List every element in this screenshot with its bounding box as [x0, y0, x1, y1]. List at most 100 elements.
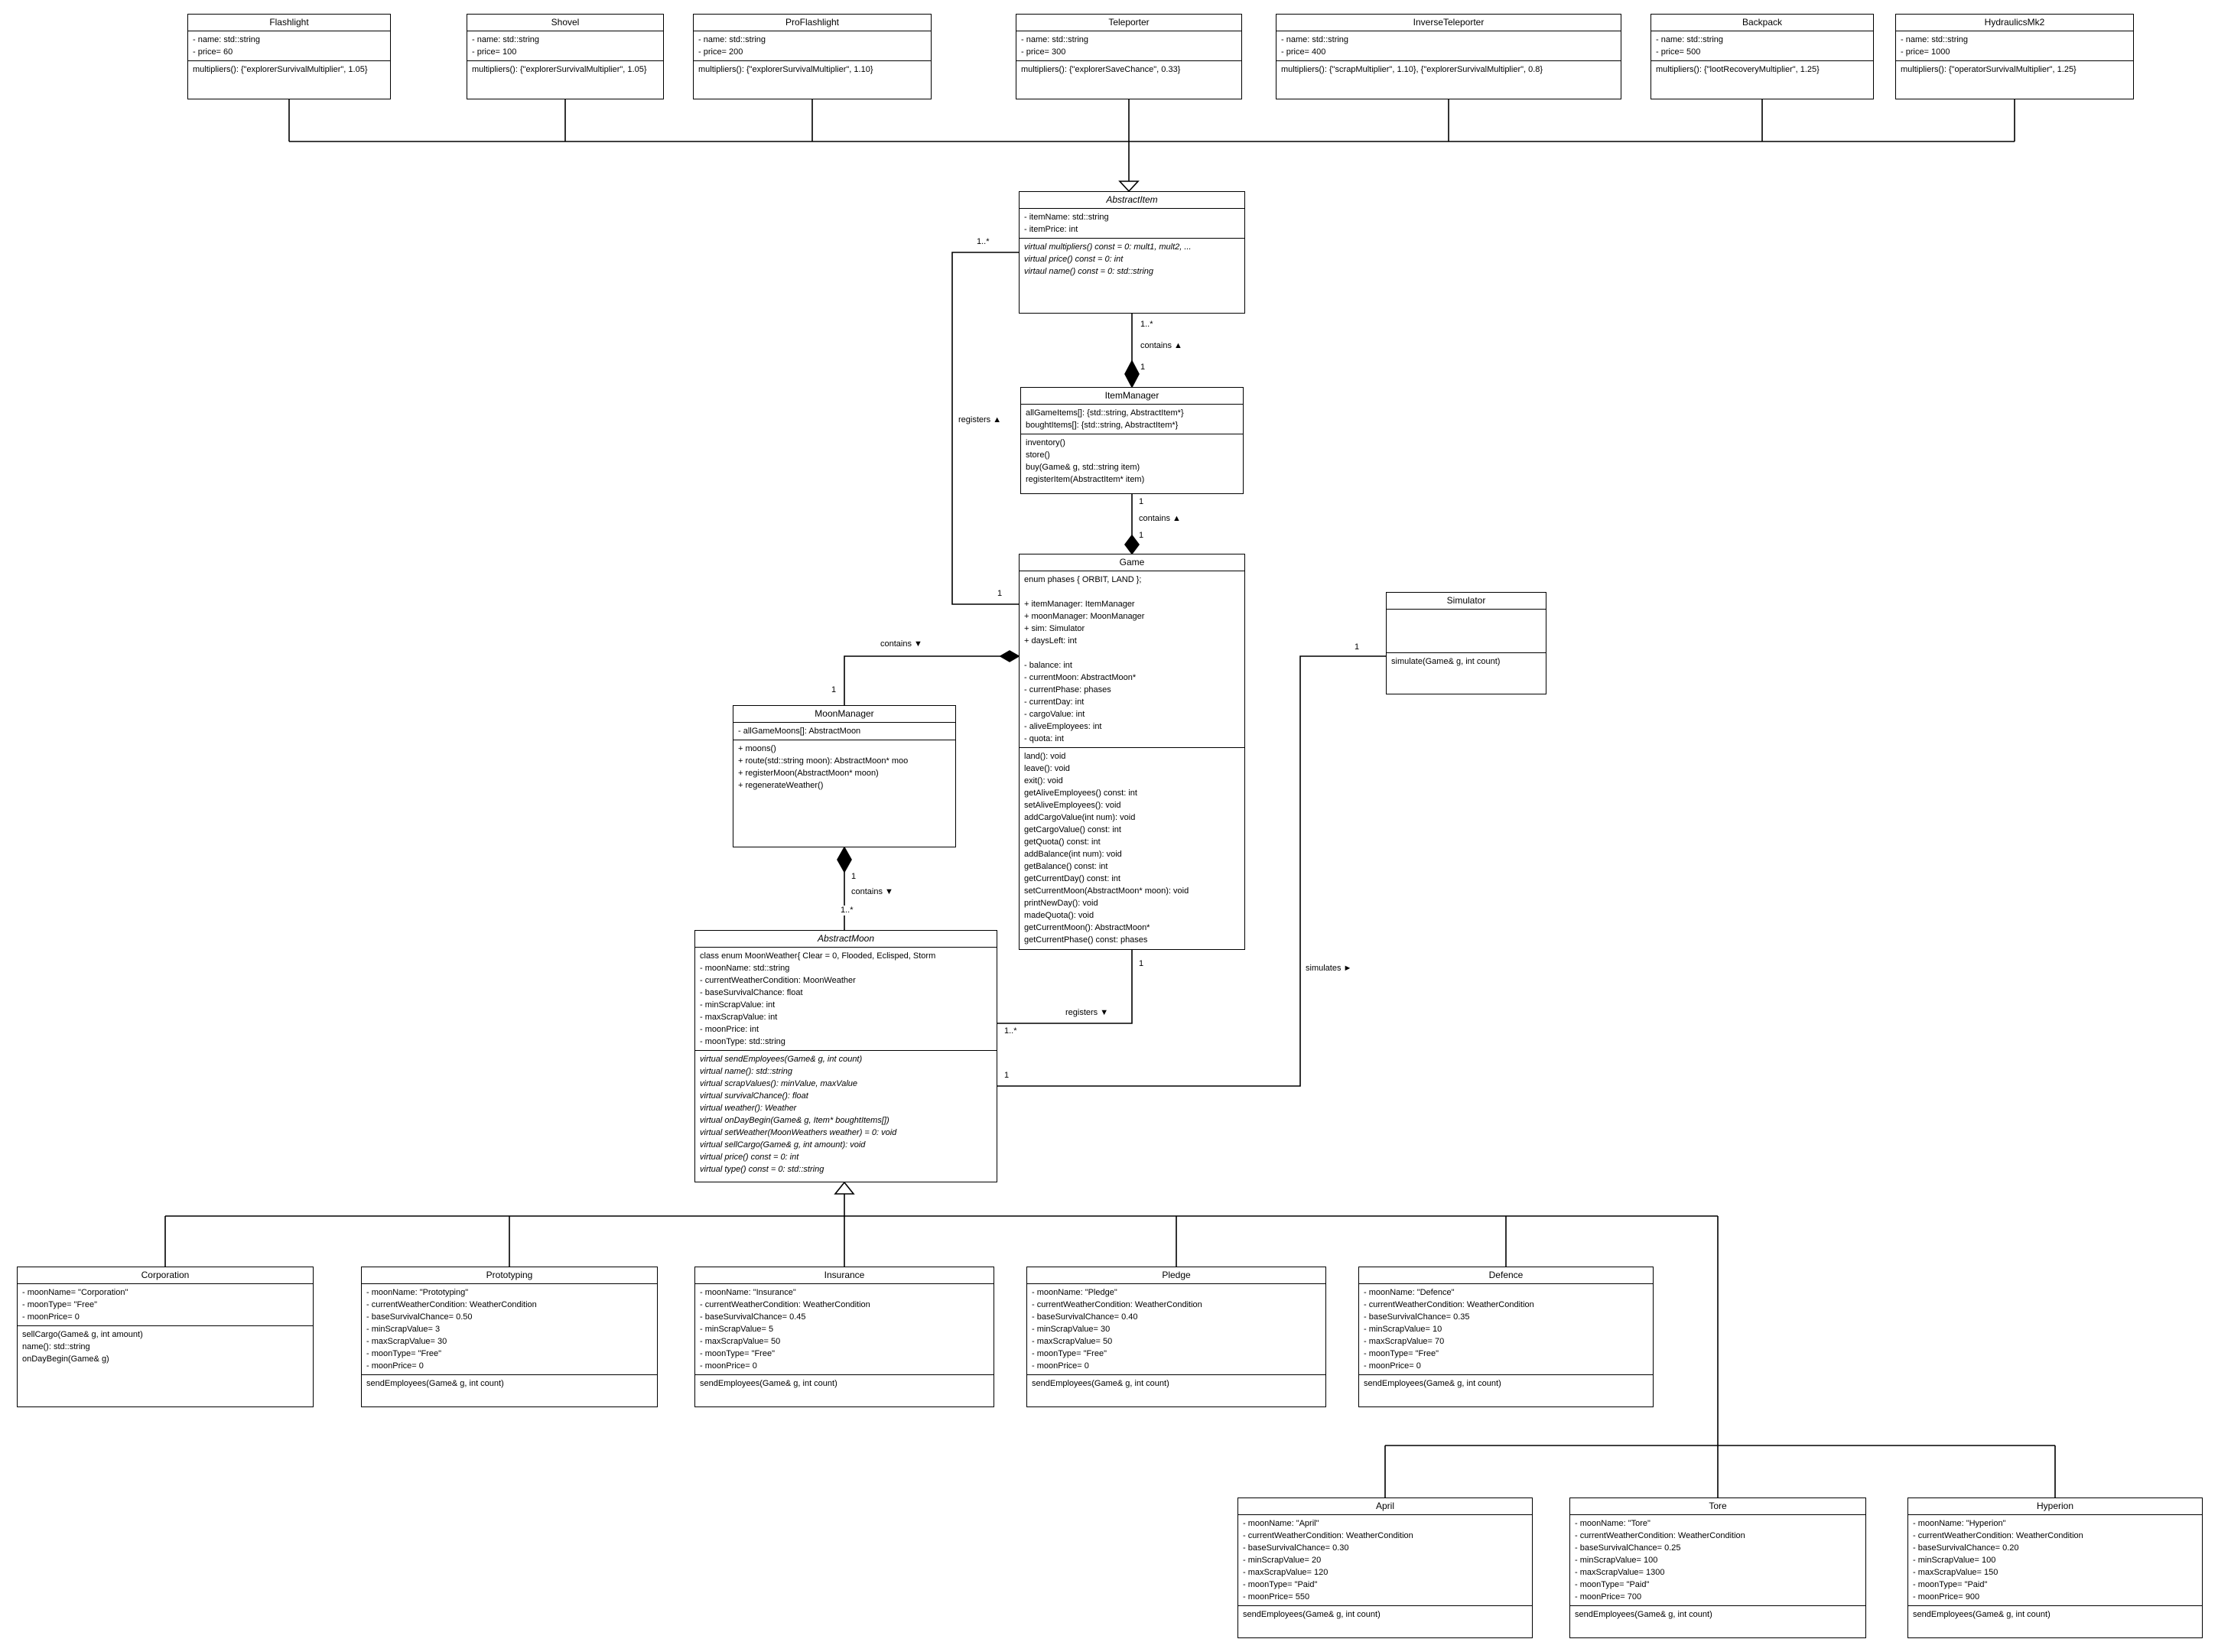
class-abstractmoon: AbstractMoon class enum MoonWeather{ Cle… [694, 930, 997, 1182]
class-shovel: Shovel - name: std::string- price= 100 m… [467, 14, 664, 99]
text-line: - name: std::string [1901, 35, 1969, 44]
class-methods: sendEmployees(Game& g, int count) [1238, 1606, 1532, 1637]
moons-generalization-connector [164, 1181, 2056, 1498]
class-title: Backpack [1651, 15, 1873, 31]
text-line: virtual type() const = 0: std::string [700, 1165, 824, 1174]
text-line: simulate(Game& g, int count) [1391, 657, 1501, 666]
text-line: multipliers(): {"lootRecoveryMultiplier"… [1656, 65, 1820, 74]
text-line: - minScrapValue= 3 [366, 1325, 441, 1334]
class-tore: Tore - moonName: "Tore"- currentWeatherC… [1569, 1498, 1866, 1638]
text-line: getAliveEmployees() const: int [1024, 789, 1137, 798]
text-line: - allGameMoons[]: AbstractMoon [738, 727, 861, 736]
text-line: - baseSurvivalChance= 0.50 [366, 1312, 473, 1322]
text-line: sellCargo(Game& g, int amount) [22, 1330, 143, 1339]
composition-diamond-icon [999, 650, 1020, 662]
text-line: - moonName: std::string [700, 964, 790, 973]
text-line: - currentWeatherCondition: WeatherCondit… [700, 1300, 870, 1309]
class-proflashlight: ProFlashlight - name: std::string- price… [693, 14, 932, 99]
class-attributes: - moonName= "Corporation"- moonType= "Fr… [18, 1284, 313, 1326]
text-line: getBalance() const: int [1024, 862, 1108, 871]
simulator-simulates-moons-connector [997, 655, 1386, 1087]
class-attributes: - name: std::string- price= 500 [1651, 31, 1873, 61]
text-line: - moonName: "Insurance" [700, 1288, 796, 1297]
class-april: April - moonName: "April" - currentWeathe… [1237, 1498, 1533, 1638]
text-line: virtual weather(): Weather [700, 1104, 797, 1113]
text-line: - price= 60 [193, 47, 233, 57]
text-line: virtual sendEmployees(Game& g, int count… [700, 1055, 863, 1064]
multiplicity-label: 1 [1140, 363, 1146, 372]
class-attributes: - moonName: "Hyperion"- currentWeatherCo… [1908, 1515, 2202, 1606]
text-line: + daysLeft: int [1024, 636, 1077, 646]
class-attributes: - moonName: "Insurance" - currentWeatherC… [695, 1284, 994, 1375]
text-line: - moonPrice= 0 [1032, 1361, 1089, 1371]
text-line: - maxScrapValue= 150 [1913, 1568, 1998, 1577]
text-line: multipliers(): {"explorerSurvivalMultipl… [698, 65, 873, 74]
multiplicity-label: 1 [1003, 1071, 1010, 1081]
text-line: boughtItems[]: {std::string, AbstractIte… [1026, 421, 1179, 430]
moonmanager-contains-moons-connector [837, 846, 852, 930]
text-line: addCargoValue(int num): void [1024, 813, 1136, 822]
class-flashlight: Flashlight - name: std::string- price= 6… [187, 14, 391, 99]
composition-diamond-icon [1124, 359, 1140, 389]
text-line: - minScrapValue= 30 [1032, 1325, 1111, 1334]
text-line: + regenerateWeather() [738, 781, 824, 790]
text-line: sendEmployees(Game& g, int count) [1243, 1610, 1381, 1619]
edge-label-simulates: simulates ► [1305, 964, 1353, 974]
text-line: - currentWeatherCondition: WeatherCondit… [1364, 1300, 1534, 1309]
class-methods: virtual sendEmployees(Game& g, int count… [695, 1051, 997, 1182]
text-line [1024, 586, 1240, 598]
text-line: - moonName: "Prototyping" [366, 1288, 469, 1297]
class-insurance: Insurance - moonName: "Insurance"- curre… [694, 1267, 994, 1407]
text-line: sendEmployees(Game& g, int count) [1364, 1379, 1501, 1388]
text-line: - balance: int [1024, 661, 1072, 670]
text-line: - maxScrapValue: int [700, 1013, 778, 1022]
game-contains-itemmanager-connector [1124, 494, 1140, 555]
text-line: - price= 1000 [1901, 47, 1950, 57]
class-attributes: - moonName: "Prototyping"- currentWeathe… [362, 1284, 657, 1375]
text-line: enum phases { ORBIT, LAND }; [1024, 575, 1142, 584]
class-title: Corporation [18, 1267, 313, 1284]
class-itemmanager: ItemManager allGameItems[]: {std::string… [1020, 387, 1244, 494]
class-methods: sendEmployees(Game& g, int count) [695, 1375, 994, 1406]
class-methods: sendEmployees(Game& g, int count) [1359, 1375, 1653, 1406]
text-line: multipliers(): {"explorerSurvivalMultipl… [193, 65, 368, 74]
text-line: sendEmployees(Game& g, int count) [1575, 1610, 1712, 1619]
text-line: - minScrapValue= 10 [1364, 1325, 1442, 1334]
text-line: virtual price() const = 0: int [1024, 255, 1124, 264]
text-line: - baseSurvivalChance= 0.35 [1364, 1312, 1470, 1322]
text-line: addBalance(int num): void [1024, 850, 1122, 859]
text-line: - moonType= "Free" [366, 1349, 441, 1358]
text-line: - moonPrice= 0 [1364, 1361, 1421, 1371]
text-line: virtual survivalChance(): float [700, 1091, 808, 1101]
text-line: - moonName: "April" [1243, 1519, 1319, 1528]
text-line: - name: std::string [472, 35, 540, 44]
text-line: - baseSurvivalChance= 0.25 [1575, 1543, 1681, 1553]
text-line: virtual price() const = 0: int [700, 1153, 799, 1162]
class-title: Tore [1570, 1498, 1865, 1515]
text-line: - currentDay: int [1024, 698, 1085, 707]
items-generalization-connector [288, 99, 2015, 193]
text-line: - moonName= "Corporation" [22, 1288, 128, 1297]
text-line: virtual name(): std::string [700, 1067, 793, 1076]
text-line: - baseSurvivalChance= 0.20 [1913, 1543, 2019, 1553]
class-title: April [1238, 1498, 1532, 1515]
class-attributes: - name: std::string- price= 60 [188, 31, 390, 61]
class-game: Game enum phases { ORBIT, LAND };+ itemM… [1019, 554, 1245, 950]
multiplicity-label: 1..* [840, 906, 854, 915]
multiplicity-label: 1..* [976, 237, 990, 247]
text-line: - currentWeatherCondition: WeatherCondit… [1243, 1531, 1413, 1540]
class-attributes: class enum MoonWeather{ Clear = 0, Flood… [695, 948, 997, 1051]
class-methods: sendEmployees(Game& g, int count) [1908, 1606, 2202, 1637]
class-attributes: - name: std::string- price= 100 [467, 31, 663, 61]
text-line: - moonName: "Defence" [1364, 1288, 1455, 1297]
class-methods: multipliers(): {"explorerSurvivalMultipl… [694, 61, 931, 99]
text-line: virtaul name() const = 0: std::string [1024, 267, 1154, 276]
text-line: - currentWeatherCondition: WeatherCondit… [1575, 1531, 1745, 1540]
text-line: - maxScrapValue= 50 [700, 1337, 781, 1346]
text-line: sendEmployees(Game& g, int count) [1032, 1379, 1169, 1388]
text-line: - minScrapValue= 5 [700, 1325, 774, 1334]
text-line: - moonName: "Hyperion" [1913, 1519, 2006, 1528]
text-line: - moonType= "Free" [700, 1349, 775, 1358]
